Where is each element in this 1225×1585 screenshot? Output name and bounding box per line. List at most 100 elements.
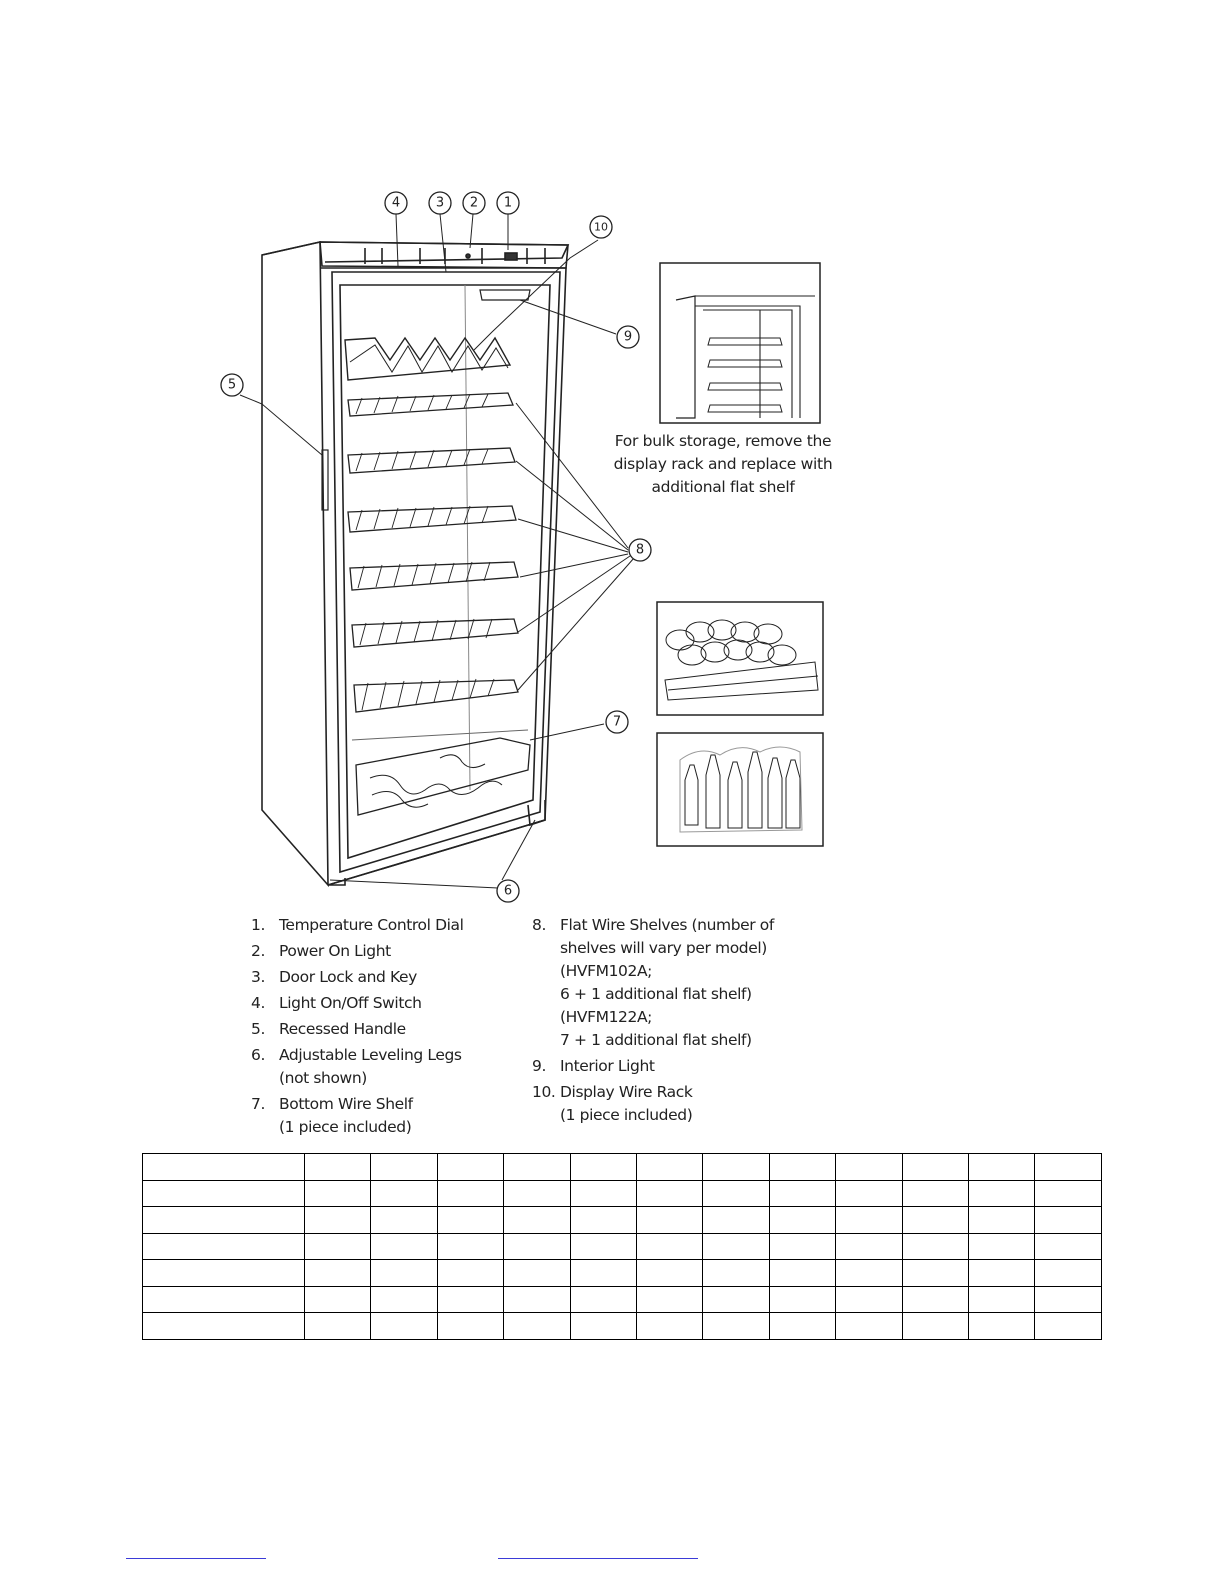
table-row [142,1153,1102,1181]
part-item: 9. Interior Light [532,1053,774,1079]
table-cell [503,1312,571,1340]
table-cell [142,1312,305,1340]
table-cell [636,1232,704,1260]
table-cell [702,1206,770,1234]
callout-2: 2 [470,196,478,211]
table-cell [303,1232,372,1260]
part-item: 1.Temperature Control Dial [251,912,464,938]
part-number: 9. [532,1057,546,1075]
callout-1: 1 [504,196,512,211]
table-cell [303,1259,372,1287]
part-sublabel: (1 piece included) [279,1118,412,1136]
parts-list-right: 8.Flat Wire Shelves (number of shelves w… [532,912,774,1128]
table-cell [636,1206,704,1234]
table-cell [636,1312,704,1340]
part-label: Power On Light [279,942,391,960]
table-row [142,1285,1102,1313]
part-item: 10.Display Wire Rack(1 piece included) [532,1079,774,1125]
table-cell [901,1312,970,1340]
inset-caption-line: display rack and replace with [613,455,833,473]
part-item: 3.Door Lock and Key [251,964,464,990]
part-number: 4. [251,994,265,1012]
table-cell [768,1206,837,1234]
table-cell [142,1232,305,1260]
table-cell [901,1232,970,1260]
callout-6: 6 [504,884,512,899]
inset-caption-line: For bulk storage, remove the [614,432,832,450]
table-cell [370,1285,438,1313]
table-cell [303,1179,372,1207]
callout-3: 3 [436,196,444,211]
table-cell [303,1285,372,1313]
callout-4: 4 [392,196,400,211]
table-cell [636,1259,704,1287]
table-cell [303,1153,372,1181]
table-cell [702,1179,770,1207]
table-cell [436,1259,505,1287]
table-cell [768,1153,837,1181]
table-cell [968,1153,1036,1181]
part-number: 2. [251,942,265,960]
table-cell [436,1153,505,1181]
footer-link-underline[interactable] [126,1558,266,1559]
part-sublabel: (HVFM122A; [560,1008,653,1026]
part-label: Bottom Wire Shelf [279,1095,413,1113]
part-label: Recessed Handle [279,1020,406,1038]
table-cell [768,1259,837,1287]
table-cell [569,1232,638,1260]
table-cell [569,1206,638,1234]
callout-8: 8 [636,543,644,558]
part-item: 2. Power On Light [251,938,464,964]
table-cell [1034,1259,1102,1287]
table-cell [901,1179,970,1207]
footer-link-underline[interactable] [498,1558,698,1559]
part-item: 4.Light On/Off Switch [251,990,464,1016]
part-sublabel: 7 + 1 additional flat shelf) [560,1031,752,1049]
table-cell [569,1153,638,1181]
inset-bulk-storage [659,262,821,424]
spec-table [142,1153,1102,1340]
inset-bottles-lying [656,601,824,716]
table-cell [569,1179,638,1207]
table-cell [1034,1285,1102,1313]
part-number: 3. [251,968,265,986]
table-cell [503,1259,571,1287]
table-cell [835,1206,903,1234]
table-cell [702,1285,770,1313]
table-cell [370,1232,438,1260]
table-cell [835,1285,903,1313]
table-row [142,1179,1102,1207]
table-cell [436,1206,505,1234]
table-cell [503,1285,571,1313]
table-cell [503,1232,571,1260]
flat-wire-shelves [347,392,519,713]
table-cell [636,1285,704,1313]
table-cell [968,1206,1036,1234]
part-number: 5. [251,1020,265,1038]
bottom-wire-shelf [355,737,531,816]
table-cell [142,1285,305,1313]
part-item: 5. Recessed Handle [251,1016,464,1042]
table-cell [768,1179,837,1207]
table-cell [436,1285,505,1313]
table-cell [901,1259,970,1287]
table-cell [835,1179,903,1207]
table-cell [968,1312,1036,1340]
table-cell [303,1206,372,1234]
table-row [142,1232,1102,1260]
display-wire-rack [344,336,512,381]
table-cell [968,1285,1036,1313]
table-cell [901,1153,970,1181]
table-cell [702,1312,770,1340]
table-cell [569,1312,638,1340]
table-cell [436,1179,505,1207]
part-sublabel: 6 + 1 additional flat shelf) [560,985,752,1003]
part-number: 7. [251,1095,265,1113]
part-label: Interior Light [560,1057,655,1075]
part-sublabel: (1 piece included) [560,1106,693,1124]
table-cell [503,1179,571,1207]
table-cell [968,1179,1036,1207]
table-cell [569,1259,638,1287]
table-cell [636,1179,704,1207]
